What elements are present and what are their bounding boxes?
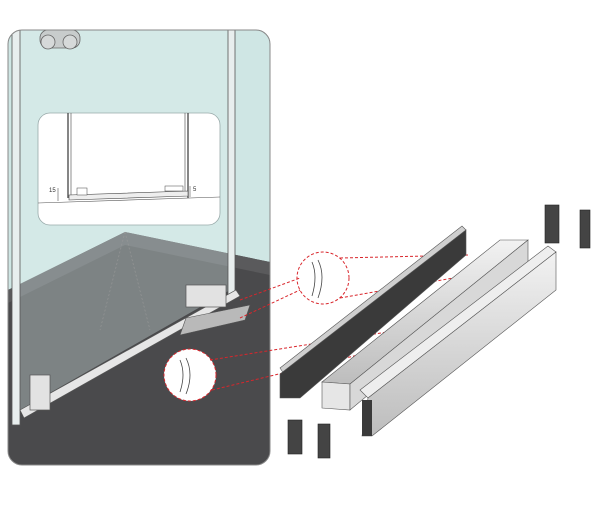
end-cap-left-1 xyxy=(287,419,303,455)
callout-circle-upper xyxy=(296,251,350,305)
installation-scene xyxy=(8,30,270,465)
right-gap-label: 5 xyxy=(193,187,197,193)
end-cap-installed-right xyxy=(185,284,227,308)
end-cap-installed-left xyxy=(29,374,51,411)
door-frame-right xyxy=(227,30,236,296)
exploded-parts xyxy=(279,204,591,459)
outer-profile-top xyxy=(359,245,557,399)
glass-seal-strip xyxy=(279,229,467,399)
seal-detail-upper xyxy=(311,259,323,299)
left-gap-label: 15 xyxy=(49,188,56,194)
scene-border xyxy=(7,29,271,466)
end-cap-right-2 xyxy=(579,209,591,249)
floor-plate xyxy=(179,304,251,336)
gap-detail-inset: 15 5 xyxy=(37,112,221,226)
seal-detail-lower xyxy=(179,357,191,395)
door-frame-left xyxy=(11,30,21,426)
outer-profile-seal xyxy=(362,400,372,436)
end-cap-right-1 xyxy=(544,204,560,244)
end-cap-left-2 xyxy=(317,423,331,459)
door-handle xyxy=(39,30,81,50)
